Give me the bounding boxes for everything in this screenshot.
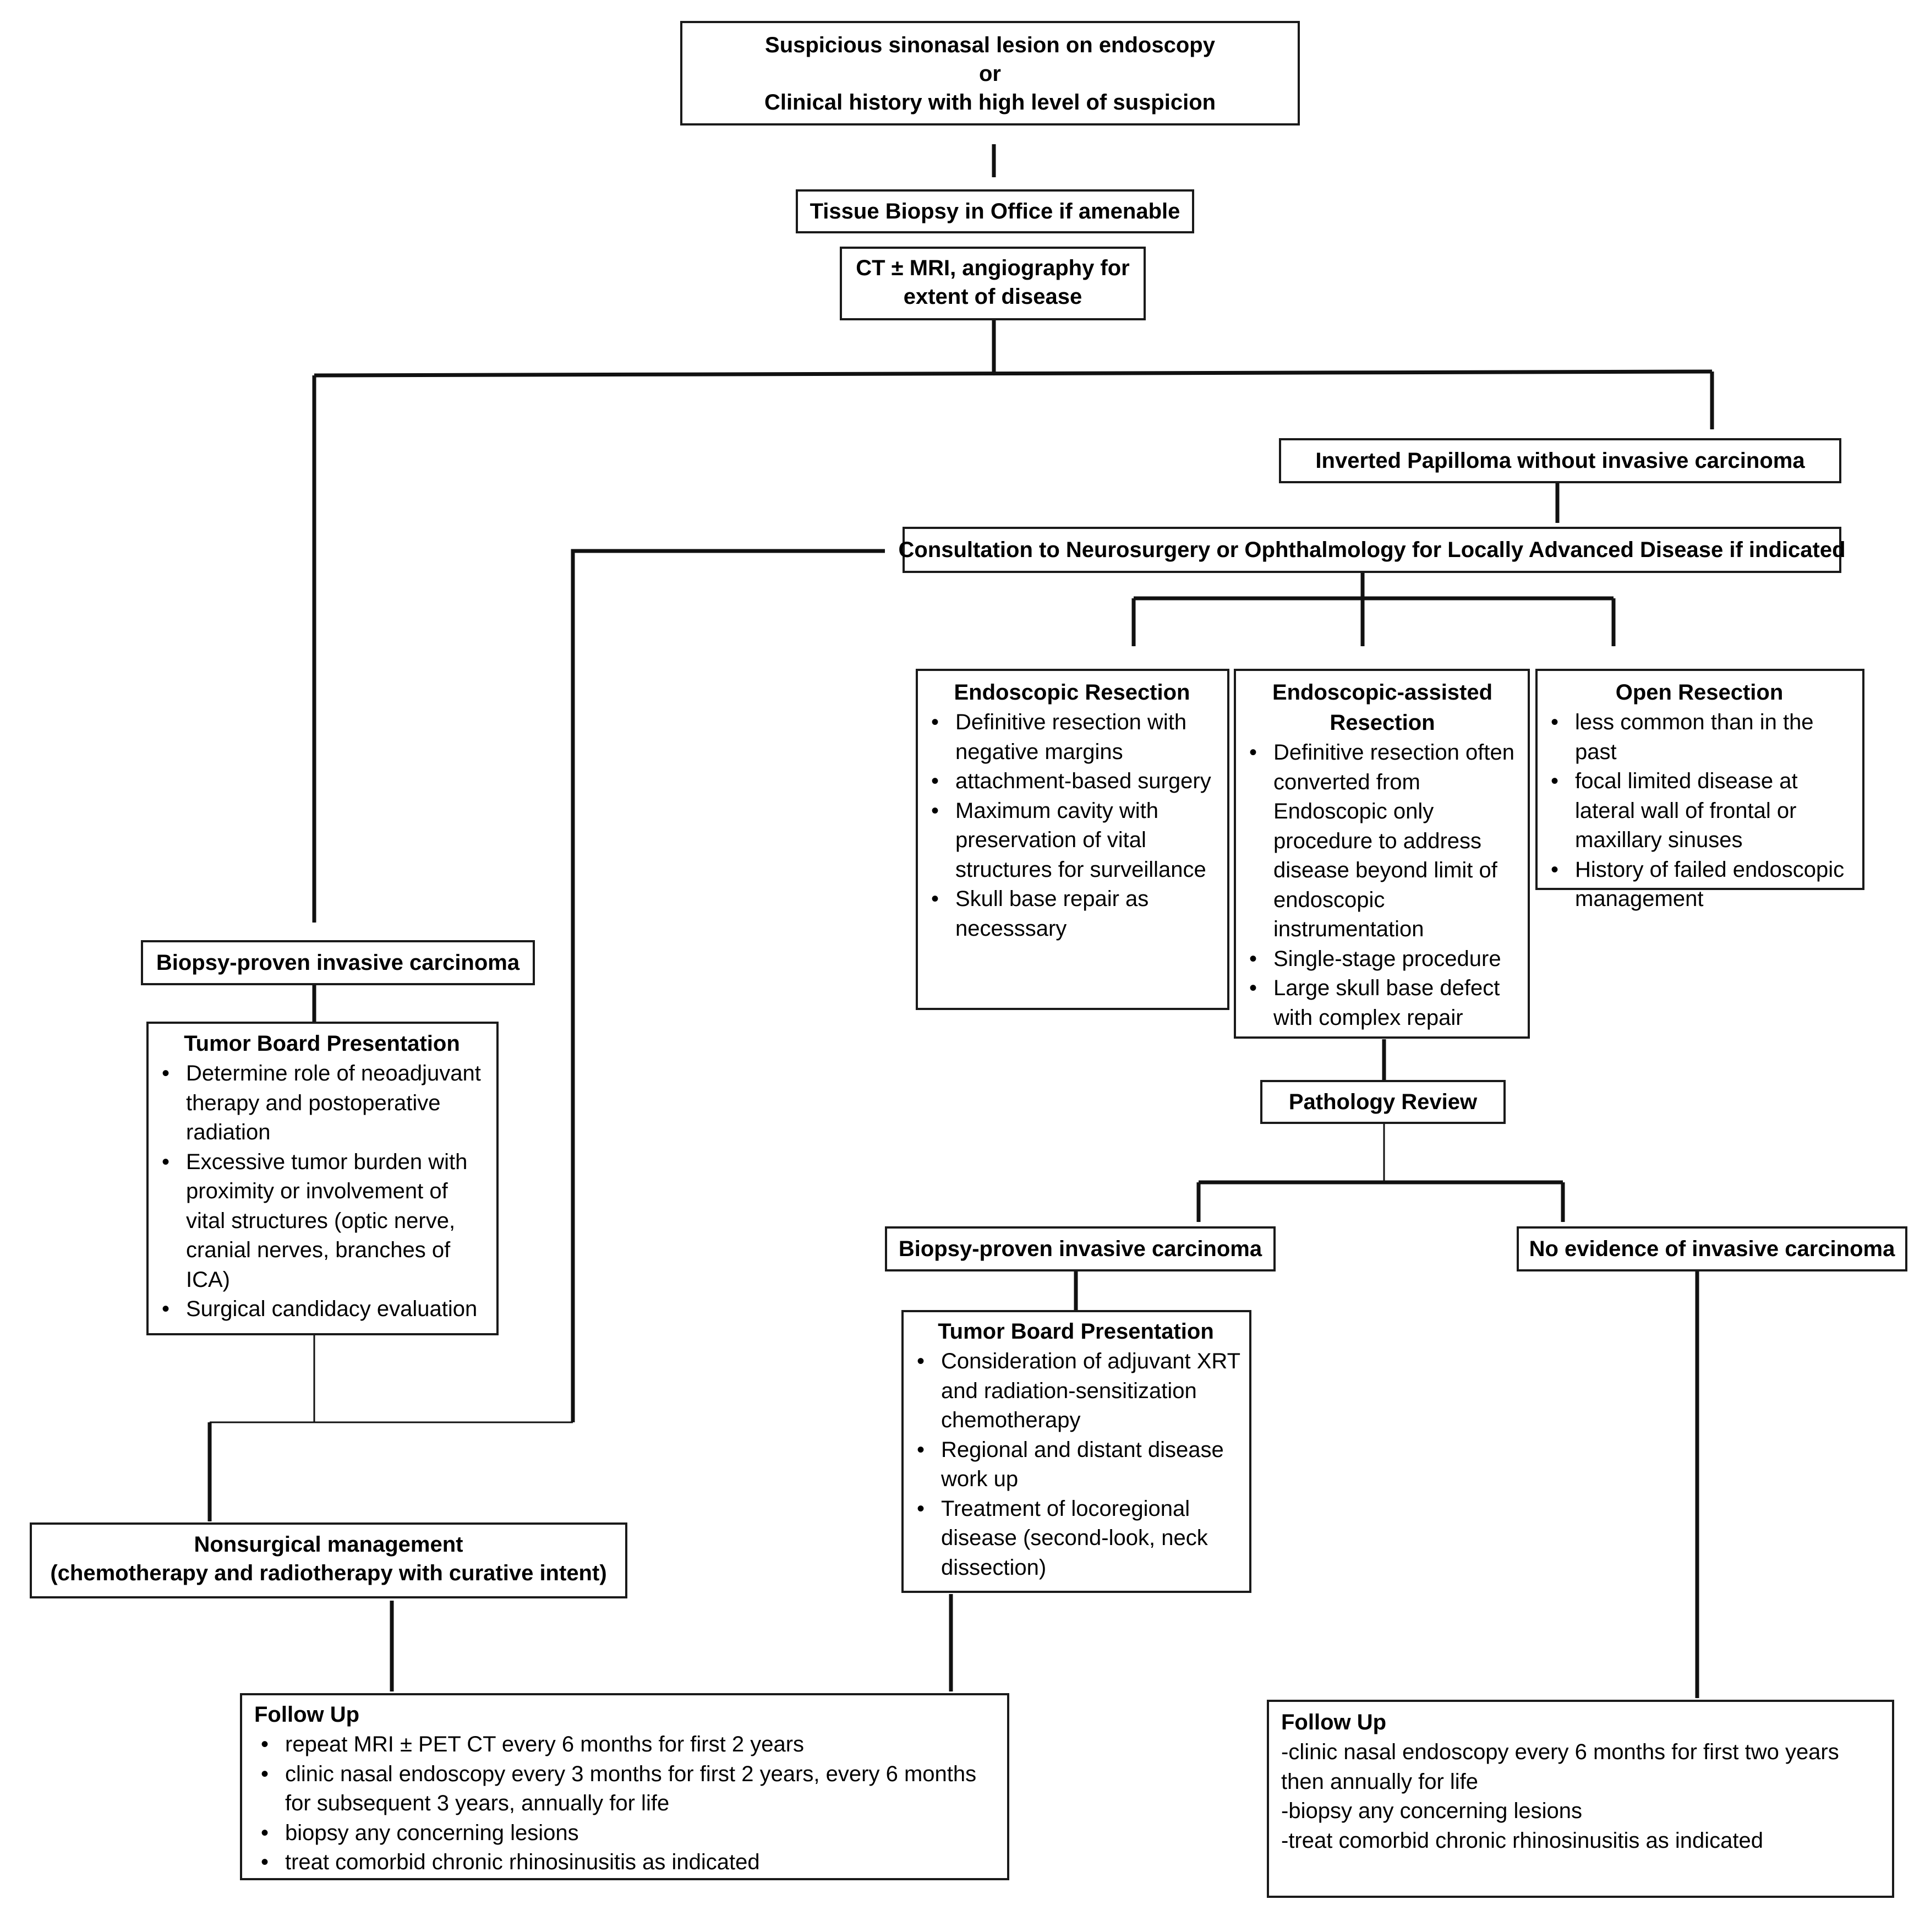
right-invasive-box: Biopsy-proven invasive carcinoma <box>885 1226 1276 1271</box>
right-tumor-board-title: Tumor Board Presentation <box>938 1319 1214 1344</box>
left-tumor-board-bullet-2: Excessive tumor burden with proximity or… <box>155 1148 489 1295</box>
left-tumor-board-bullet-3: Surgical candidacy evaluation <box>155 1295 489 1324</box>
endoscopic-resection-bullet-2: attachment-based surgery <box>925 767 1219 796</box>
no-evidence-box: No evidence of invasive carcinoma <box>1517 1226 1907 1271</box>
endoscopic-assisted-box: Endoscopic-assisted Resection Definitive… <box>1234 669 1530 1039</box>
start-line-1: Suspicious sinonasal lesion on endoscopy <box>765 33 1215 57</box>
endoscopic-resection-bullet-3: Maximum cavity with preservation of vita… <box>925 796 1219 885</box>
start-line-3: Clinical history with high level of susp… <box>764 90 1216 114</box>
endoscopic-resection-title: Endoscopic Resection <box>954 680 1190 705</box>
right-tumor-board-box: Tumor Board Presentation Consideration o… <box>901 1310 1251 1593</box>
open-resection-box: Open Resection less common than in the p… <box>1535 669 1864 911</box>
follow-up-left-box: Follow Up repeat MRI ± PET CT every 6 mo… <box>240 1693 1009 1880</box>
left-tumor-board-box: Tumor Board Presentation Determine role … <box>146 1022 499 1335</box>
follow-up-right-line-2: -biopsy any concerning lesions <box>1281 1799 1582 1823</box>
start-box: Suspicious sinonasal lesion on endoscopy… <box>680 21 1300 125</box>
inverted-papilloma-label: Inverted Papilloma without invasive carc… <box>1315 449 1805 473</box>
consultation-label: Consultation to Neurosurgery or Ophthalm… <box>898 538 1846 562</box>
left-invasive-box: Biopsy-proven invasive carcinoma <box>141 940 535 985</box>
pathology-review-box: Pathology Review <box>1260 1080 1506 1124</box>
start-line-2: or <box>979 62 1001 86</box>
endoscopic-assisted-bullet-3: Large skull base defect with complex rep… <box>1243 974 1522 1033</box>
nonsurgical-line-2: (chemotherapy and radiotherapy with cura… <box>50 1561 607 1585</box>
follow-up-left-bullet-1: repeat MRI ± PET CT every 6 months for f… <box>254 1730 999 1760</box>
inverted-papilloma-box: Inverted Papilloma without invasive carc… <box>1279 438 1841 483</box>
no-evidence-label: No evidence of invasive carcinoma <box>1529 1237 1895 1261</box>
open-resection-title: Open Resection <box>1615 680 1784 705</box>
endoscopic-resection-box: Endoscopic Resection Definitive resectio… <box>916 669 1229 1010</box>
open-resection-bullet-1: less common than in the past <box>1544 708 1855 767</box>
right-tumor-board-bullet-3: Treatment of locoregional disease (secon… <box>910 1494 1242 1583</box>
follow-up-left-bullet-4: treat comorbid chronic rhinosinusitis as… <box>254 1848 999 1878</box>
follow-up-left-title: Follow Up <box>254 1702 360 1727</box>
right-invasive-label: Biopsy-proven invasive carcinoma <box>898 1237 1262 1261</box>
follow-up-right-box: Follow Up -clinic nasal endoscopy every … <box>1267 1700 1894 1898</box>
nonsurgical-line-1: Nonsurgical management <box>194 1532 463 1557</box>
imaging-line-1: CT ± MRI, angiography for <box>856 256 1130 280</box>
follow-up-left-bullet-2: clinic nasal endoscopy every 3 months fo… <box>254 1760 999 1819</box>
pathology-review-label: Pathology Review <box>1288 1090 1478 1114</box>
split-branch-line <box>314 369 1713 378</box>
arrow-to-consult-loop <box>571 549 885 1422</box>
follow-up-right-title: Follow Up <box>1281 1710 1387 1734</box>
imaging-line-2: extent of disease <box>903 285 1082 309</box>
endoscopic-assisted-bullet-1: Definitive resection often converted fro… <box>1243 738 1522 945</box>
open-resection-bullet-2: focal limited disease at lateral wall of… <box>1544 767 1855 855</box>
tissue-biopsy-label: Tissue Biopsy in Office if amenable <box>810 199 1180 223</box>
nonsurgical-box: Nonsurgical management (chemotherapy and… <box>30 1522 627 1598</box>
endoscopic-resection-bullet-1: Definitive resection with negative margi… <box>925 708 1219 767</box>
left-tumor-board-title: Tumor Board Presentation <box>184 1032 460 1056</box>
follow-up-left-bullet-3: biopsy any concerning lesions <box>254 1819 999 1848</box>
left-tumor-board-bullet-1: Determine role of neoadjuvant therapy an… <box>155 1059 489 1148</box>
follow-up-right-line-3: -treat comorbid chronic rhinosinusitis a… <box>1281 1828 1763 1853</box>
tissue-biopsy-box: Tissue Biopsy in Office if amenable <box>796 189 1194 233</box>
imaging-box: CT ± MRI, angiography for extent of dise… <box>840 247 1146 320</box>
follow-up-right-line-1: -clinic nasal endoscopy every 6 months f… <box>1281 1740 1839 1794</box>
left-invasive-label: Biopsy-proven invasive carcinoma <box>156 951 520 975</box>
right-tumor-board-bullet-2: Regional and distant disease work up <box>910 1436 1242 1494</box>
right-tumor-board-bullet-1: Consideration of adjuvant XRT and radiat… <box>910 1347 1242 1436</box>
open-resection-bullet-3: History of failed endoscopic management <box>1544 855 1855 914</box>
endoscopic-resection-bullet-4: Skull base repair as necesssary <box>925 885 1219 943</box>
endoscopic-assisted-title: Endoscopic-assisted Resection <box>1272 680 1493 735</box>
endoscopic-assisted-bullet-2: Single-stage procedure <box>1243 945 1522 974</box>
consultation-box: Consultation to Neurosurgery or Ophthalm… <box>899 527 1846 573</box>
